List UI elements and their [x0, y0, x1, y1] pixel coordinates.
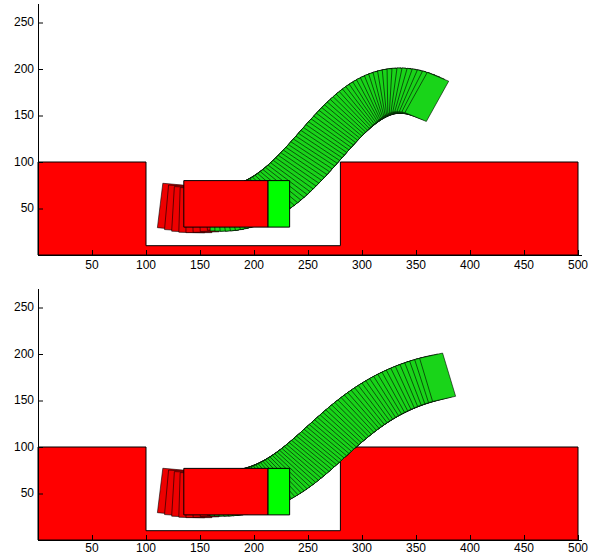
tick-mark: [200, 250, 201, 255]
trail-pose: [420, 353, 456, 401]
y-tick-label: 150: [14, 109, 34, 122]
axes: [38, 4, 582, 541]
x-tick-label: 50: [85, 259, 98, 272]
tick-mark: [416, 535, 417, 540]
x-tick-label: 100: [136, 259, 156, 272]
robot-head: [268, 181, 290, 228]
y-tick-label: 200: [14, 63, 34, 76]
tick-mark: [524, 250, 525, 255]
tick-mark: [470, 535, 471, 540]
tick-mark: [38, 209, 43, 210]
x-axis: [38, 540, 582, 541]
x-tick-label: 250: [298, 259, 318, 272]
bottom-panel: [38, 353, 578, 540]
x-axis: [38, 255, 582, 256]
x-tick-label: 150: [190, 259, 210, 272]
x-tick-label: 300: [352, 542, 372, 555]
tick-mark: [200, 535, 201, 540]
robot-body: [184, 181, 268, 228]
tick-mark: [38, 162, 43, 163]
trail-pose: [405, 72, 449, 121]
tick-mark: [254, 535, 255, 540]
x-tick-label: 500: [568, 542, 588, 555]
tick-mark: [38, 494, 43, 495]
tick-mark: [578, 535, 579, 540]
y-axis: [38, 4, 39, 256]
tick-mark: [38, 401, 43, 402]
x-tick-label: 400: [460, 259, 480, 272]
tick-mark: [578, 250, 579, 255]
tick-mark: [254, 250, 255, 255]
tick-mark: [38, 116, 43, 117]
y-tick-label: 250: [14, 16, 34, 29]
tick-mark: [92, 250, 93, 255]
x-tick-label: 350: [406, 542, 426, 555]
swept-trail: [157, 353, 455, 518]
tick-mark: [308, 250, 309, 255]
robot-head: [268, 468, 290, 515]
x-tick-label: 200: [244, 542, 264, 555]
y-tick-label: 100: [14, 441, 34, 454]
tick-mark: [146, 535, 147, 540]
x-tick-label: 250: [298, 542, 318, 555]
x-tick-label: 500: [568, 259, 588, 272]
x-tick-label: 150: [190, 542, 210, 555]
tick-mark: [470, 250, 471, 255]
tick-mark: [38, 354, 43, 355]
tick-mark: [146, 250, 147, 255]
y-axis: [38, 289, 39, 541]
y-tick-label: 250: [14, 301, 34, 314]
tick-mark: [38, 69, 43, 70]
tick-mark: [362, 250, 363, 255]
top-panel: [38, 68, 578, 255]
tick-mark: [38, 308, 43, 309]
swept-trail: [157, 68, 448, 233]
x-tick-label: 450: [514, 259, 534, 272]
x-tick-label: 350: [406, 259, 426, 272]
robot-body: [184, 468, 268, 515]
x-tick-label: 450: [514, 542, 534, 555]
x-tick-label: 50: [85, 542, 98, 555]
x-tick-label: 400: [460, 542, 480, 555]
tick-mark: [38, 447, 43, 448]
tick-mark: [38, 23, 43, 24]
y-tick-label: 50: [21, 487, 34, 500]
tick-mark: [92, 535, 93, 540]
x-tick-label: 300: [352, 259, 372, 272]
y-tick-label: 150: [14, 394, 34, 407]
tick-marks: [38, 23, 579, 540]
tick-mark: [308, 535, 309, 540]
y-tick-label: 100: [14, 156, 34, 169]
x-tick-label: 100: [136, 542, 156, 555]
tick-mark: [524, 535, 525, 540]
y-tick-label: 200: [14, 348, 34, 361]
tick-mark: [416, 250, 417, 255]
tick-mark: [362, 535, 363, 540]
x-tick-label: 200: [244, 259, 264, 272]
y-tick-label: 50: [21, 202, 34, 215]
